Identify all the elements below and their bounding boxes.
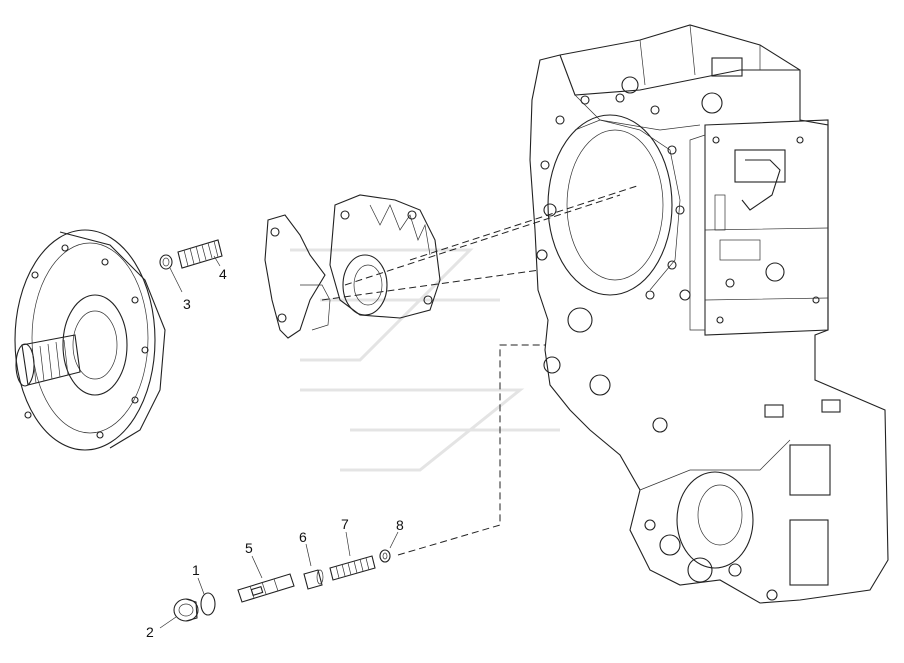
callout-2: 2: [146, 624, 154, 640]
leader-lines: [159, 255, 399, 629]
callout-8: 8: [396, 517, 404, 533]
part-7-spring: [329, 555, 376, 581]
pump-assembly: [264, 194, 441, 339]
transmission-housing: [529, 24, 889, 604]
assembly-guide-lines: [321, 184, 641, 556]
part-2-plug: [173, 598, 199, 622]
part-6-sleeve: [303, 569, 324, 590]
part-5-valve-spool: [237, 573, 295, 603]
watermark-logo: [290, 248, 560, 472]
output-flange: [14, 229, 166, 451]
callout-6: 6: [299, 529, 307, 545]
callout-7: 7: [341, 516, 349, 532]
part-3-o-ring: [159, 254, 173, 270]
part-1-o-ring: [200, 592, 216, 616]
callout-4: 4: [219, 266, 227, 282]
callout-3: 3: [183, 296, 191, 312]
callout-labels: 1 2 3 4 5 6 7 8: [146, 266, 404, 640]
part-4-spring: [177, 239, 223, 269]
callout-1: 1: [192, 562, 200, 578]
callout-5: 5: [245, 540, 253, 556]
part-8-washer: [379, 549, 391, 563]
